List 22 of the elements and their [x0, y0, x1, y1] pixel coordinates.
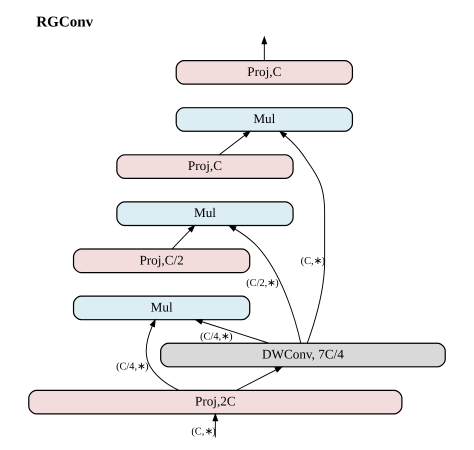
arrow	[218, 130, 252, 156]
arrow	[228, 224, 302, 344]
node-box: Mul	[176, 107, 354, 132]
node-box: Proj,C	[176, 60, 354, 85]
arrow	[194, 319, 270, 344]
node-box: Proj,C	[116, 154, 294, 179]
edge-label: (C/4,∗)	[200, 332, 233, 343]
edge-label: (C/4,∗)	[116, 362, 149, 373]
arrow	[146, 318, 180, 391]
node-box: Mul	[116, 201, 294, 226]
arrow	[236, 366, 284, 391]
edge-label: (C/2,∗)	[246, 278, 279, 289]
arrow	[261, 36, 268, 61]
diagram-title: RGConv	[36, 14, 94, 31]
arrow	[278, 130, 326, 344]
edge-label: (C,∗)	[191, 426, 216, 438]
node-box: Mul	[72, 296, 250, 320]
node-box: DWConv, 7C/4	[160, 342, 446, 368]
arrow	[212, 412, 218, 438]
node-box: Proj,2C	[28, 390, 402, 415]
arrow	[172, 224, 196, 250]
node-box: Proj,C/2	[72, 248, 250, 274]
